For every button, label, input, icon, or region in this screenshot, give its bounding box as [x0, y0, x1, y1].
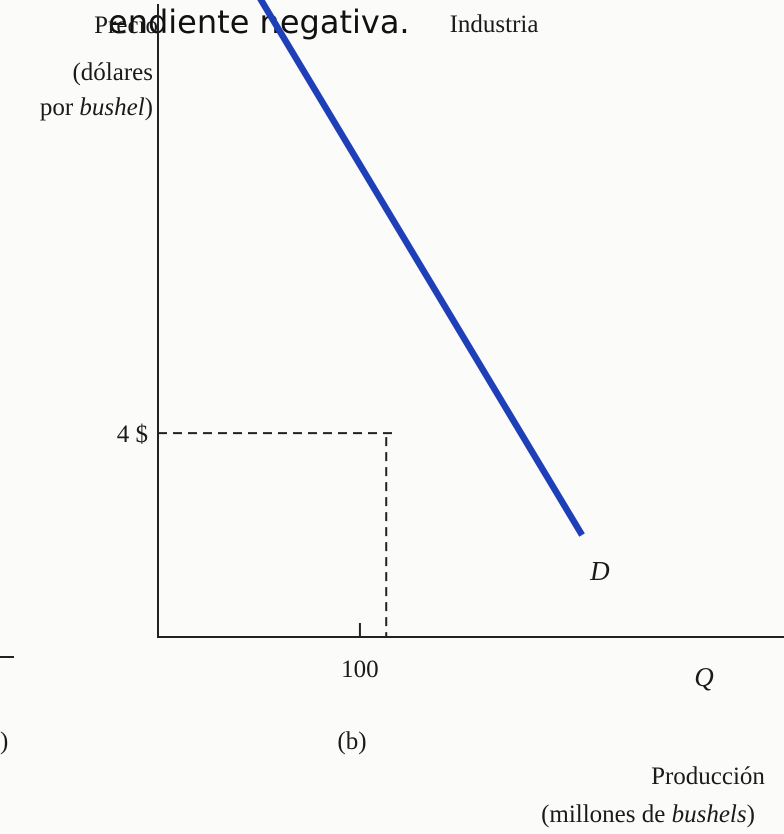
demand-curve-label: D: [589, 556, 610, 586]
x-axis-symbol: Q: [694, 662, 714, 692]
y-axis-label-unit: bushel: [79, 94, 144, 121]
panel-label: (b): [337, 728, 366, 755]
x-axis-label-line1: Producción: [651, 763, 765, 790]
y-axis-label-prefix: por: [40, 94, 80, 121]
y-axis-label-line2: (dólares: [72, 59, 153, 86]
x-tick-label-100: 100: [341, 656, 379, 683]
y-axis-label-suffix: ): [145, 94, 153, 121]
y-axis-label-line1: Precio: [94, 12, 158, 39]
y-axis-label-line3: por bushel): [40, 94, 153, 121]
left-panel-label-fragment: ): [0, 728, 8, 755]
x-axis-label-suffix: ): [747, 801, 755, 828]
chart-title: Industria: [450, 11, 539, 38]
y-tick-label-4: 4 $: [117, 421, 148, 448]
x-axis-label-line2: (millones de bushels): [541, 801, 755, 828]
demand-curve: [257, 0, 585, 537]
x-axis-label-unit: bushels: [672, 801, 747, 828]
x-axis-label-prefix: (millones de: [541, 801, 672, 828]
